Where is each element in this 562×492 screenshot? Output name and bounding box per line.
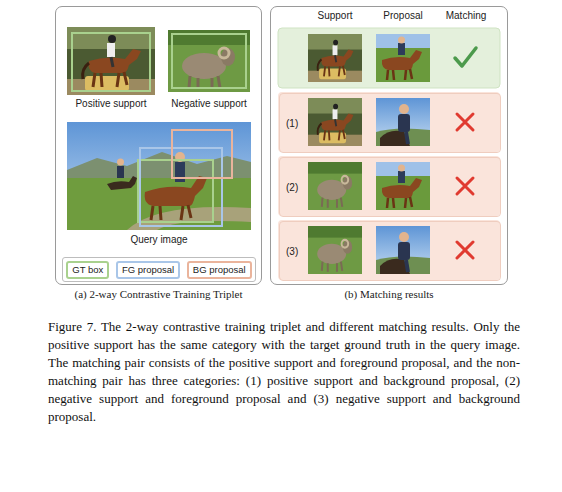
- column-header: Proposal: [383, 10, 422, 22]
- row-number: (2): [286, 182, 298, 193]
- panel-caption: (a) 2-way Contrastive Training Triplet: [74, 288, 242, 300]
- row-ground: [278, 220, 500, 280]
- image-label: Positive support: [75, 98, 146, 110]
- row-ground: [278, 92, 500, 152]
- row-number: (3): [286, 246, 298, 257]
- column-header: Support: [317, 10, 352, 22]
- legend-text: GT box: [72, 264, 103, 275]
- negative-support-photo: [168, 30, 250, 92]
- cross-mark: [457, 114, 473, 130]
- positive-support-photo: [67, 27, 155, 95]
- row-number: (1): [286, 118, 298, 129]
- row-box: (2): [279, 157, 501, 217]
- support-photo: [308, 162, 362, 210]
- support-photo: [308, 34, 362, 82]
- panel-box: (1)(2)(3)(b) Matching results: [270, 6, 508, 285]
- column-header: Matching: [446, 10, 487, 22]
- legend-text: FG proposal: [122, 264, 174, 275]
- match-row: [278, 28, 500, 88]
- legend-swatch: BG proposal: [187, 261, 252, 279]
- figure-caption: Figure 7. The 2-way contrastive training…: [48, 318, 520, 426]
- query-photo: [67, 122, 251, 230]
- gt-box: [172, 34, 246, 88]
- row-box: (3): [279, 221, 501, 281]
- image-label: Query image: [130, 234, 187, 246]
- panel-caption: (b) Matching results: [344, 288, 433, 300]
- cross-mark: [457, 178, 473, 194]
- row-ground: [278, 156, 500, 216]
- proposal-photo: [376, 98, 430, 146]
- cross-mark: [457, 242, 473, 258]
- image-label: Negative support: [171, 98, 247, 110]
- row-box: (1): [279, 93, 501, 153]
- legend-box: GT box FG proposal BG proposal: [62, 257, 256, 282]
- proposal-photo: [376, 226, 430, 274]
- legend-text: BG proposal: [193, 264, 246, 275]
- legend-swatch: FG proposal: [116, 261, 180, 279]
- legend-swatch: GT box: [66, 261, 109, 279]
- gt-box: [72, 33, 150, 91]
- check-mark: [455, 48, 476, 66]
- proposal-photo: [376, 162, 430, 210]
- support-photo: [308, 98, 362, 146]
- support-photo: [308, 226, 362, 274]
- proposal-photo: [376, 34, 430, 82]
